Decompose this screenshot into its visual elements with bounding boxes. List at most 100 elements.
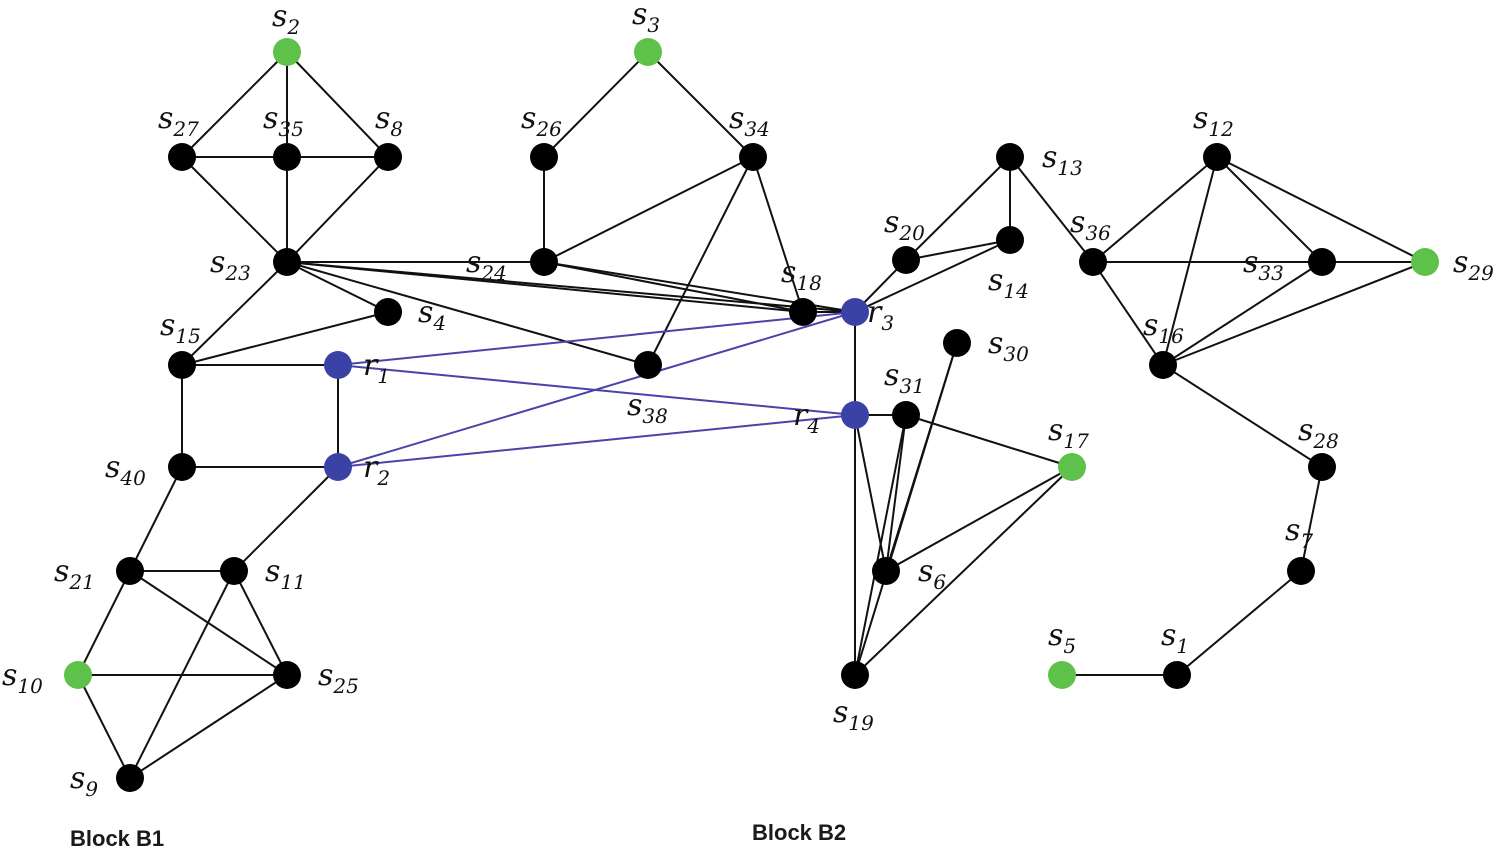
node-s19	[841, 661, 869, 689]
block-b2-label: Block B2	[752, 820, 847, 845]
label-s10: s10	[2, 658, 43, 698]
node-s27	[168, 143, 196, 171]
label-s5: s5	[1048, 618, 1076, 658]
label-s20: s20	[884, 205, 925, 245]
label-s21: s21	[54, 554, 95, 594]
edge-s20-s14	[905, 239, 1011, 261]
node-s14	[996, 226, 1024, 254]
label-s12: s12	[1193, 101, 1234, 141]
edge-s30-s19	[854, 342, 958, 676]
edge-s27-s23	[181, 156, 288, 263]
node-s23	[273, 248, 301, 276]
label-s40: s40	[105, 450, 146, 490]
edge-s31-s6	[885, 414, 907, 572]
label-s16: s16	[1143, 308, 1184, 348]
node-s17	[1058, 453, 1086, 481]
node-s4	[374, 298, 402, 326]
edge-s8-s23	[286, 156, 389, 263]
label-s35: s35	[263, 101, 304, 141]
node-s20	[892, 246, 920, 274]
node-s15	[168, 351, 196, 379]
label-s38: s38	[627, 388, 668, 428]
edge-s23-s15	[181, 261, 288, 366]
relay-edge-r1-r3	[337, 311, 856, 366]
node-s26	[530, 143, 558, 171]
edge-s24-s18	[543, 261, 804, 313]
relay-edge-r2-r4	[337, 414, 856, 468]
edge-s11-s25	[233, 570, 288, 676]
node-s28	[1308, 453, 1336, 481]
label-r4: r4	[793, 398, 820, 438]
edge-s29-s16	[1162, 261, 1426, 366]
label-s34: s34	[729, 101, 770, 141]
edge-s7-s1	[1176, 570, 1302, 676]
node-s16	[1149, 351, 1177, 379]
node-s30	[943, 329, 971, 357]
label-s14: s14	[988, 263, 1029, 303]
label-s3: s3	[632, 0, 660, 37]
label-s30: s30	[988, 326, 1029, 366]
label-s28: s28	[1298, 413, 1339, 453]
edge-r4-s6	[854, 414, 887, 572]
label-s17: s17	[1048, 413, 1089, 453]
edge-s12-s36	[1092, 156, 1218, 263]
edge-s15-s4	[181, 311, 389, 366]
edge-s28-s7	[1300, 466, 1323, 572]
edge-s13-s36	[1009, 156, 1094, 263]
label-s4: s4	[418, 295, 446, 335]
node-s34	[739, 143, 767, 171]
node-s10	[64, 661, 92, 689]
edge-s21-s10	[77, 570, 131, 676]
label-s19: s19	[833, 695, 874, 735]
node-s36	[1079, 248, 1107, 276]
label-r2: r2	[363, 450, 390, 490]
edge-s13-s20	[905, 156, 1011, 261]
label-s6: s6	[918, 554, 946, 594]
edge-s16-s28	[1162, 364, 1323, 468]
node-s24	[530, 248, 558, 276]
edge-s25-s9	[129, 674, 288, 779]
node-s21	[116, 557, 144, 585]
edge-s23-s38	[286, 261, 649, 366]
node-s33	[1308, 248, 1336, 276]
node-s7	[1287, 557, 1315, 585]
label-s11: s11	[265, 554, 306, 594]
label-s18: s18	[781, 255, 822, 295]
node-s3	[634, 38, 662, 66]
label-s15: s15	[160, 308, 201, 348]
edge-s12-s33	[1216, 156, 1323, 263]
edge-s19-s17	[854, 466, 1073, 676]
node-layer	[64, 38, 1439, 792]
edge-s36-s16	[1092, 261, 1164, 366]
label-s2: s2	[272, 0, 300, 39]
node-s40	[168, 453, 196, 481]
node-s31	[892, 401, 920, 429]
node-s29	[1411, 248, 1439, 276]
label-s7: s7	[1285, 513, 1313, 553]
label-r3: r3	[867, 295, 894, 335]
label-s8: s8	[375, 101, 403, 141]
label-s26: s26	[521, 101, 562, 141]
node-r3	[841, 298, 869, 326]
node-s12	[1203, 143, 1231, 171]
edge-s23-s4	[286, 261, 389, 313]
edge-s34-s38	[647, 156, 754, 366]
edge-s34-s24	[543, 156, 754, 263]
node-s11	[220, 557, 248, 585]
edge-s3-s34	[647, 51, 754, 158]
label-s13: s13	[1042, 140, 1083, 180]
edge-s2-s8	[286, 51, 389, 158]
edge-r2-s11	[233, 466, 339, 572]
label-s24: s24	[466, 245, 507, 285]
node-s8	[374, 143, 402, 171]
label-s36: s36	[1070, 205, 1111, 245]
label-s23: s23	[210, 245, 251, 285]
label-s31: s31	[884, 358, 925, 398]
label-s1: s1	[1161, 618, 1189, 658]
label-s27: s27	[158, 101, 199, 141]
node-s9	[116, 764, 144, 792]
edge-s34-s18	[752, 156, 804, 313]
edge-s2-s27	[181, 51, 288, 158]
